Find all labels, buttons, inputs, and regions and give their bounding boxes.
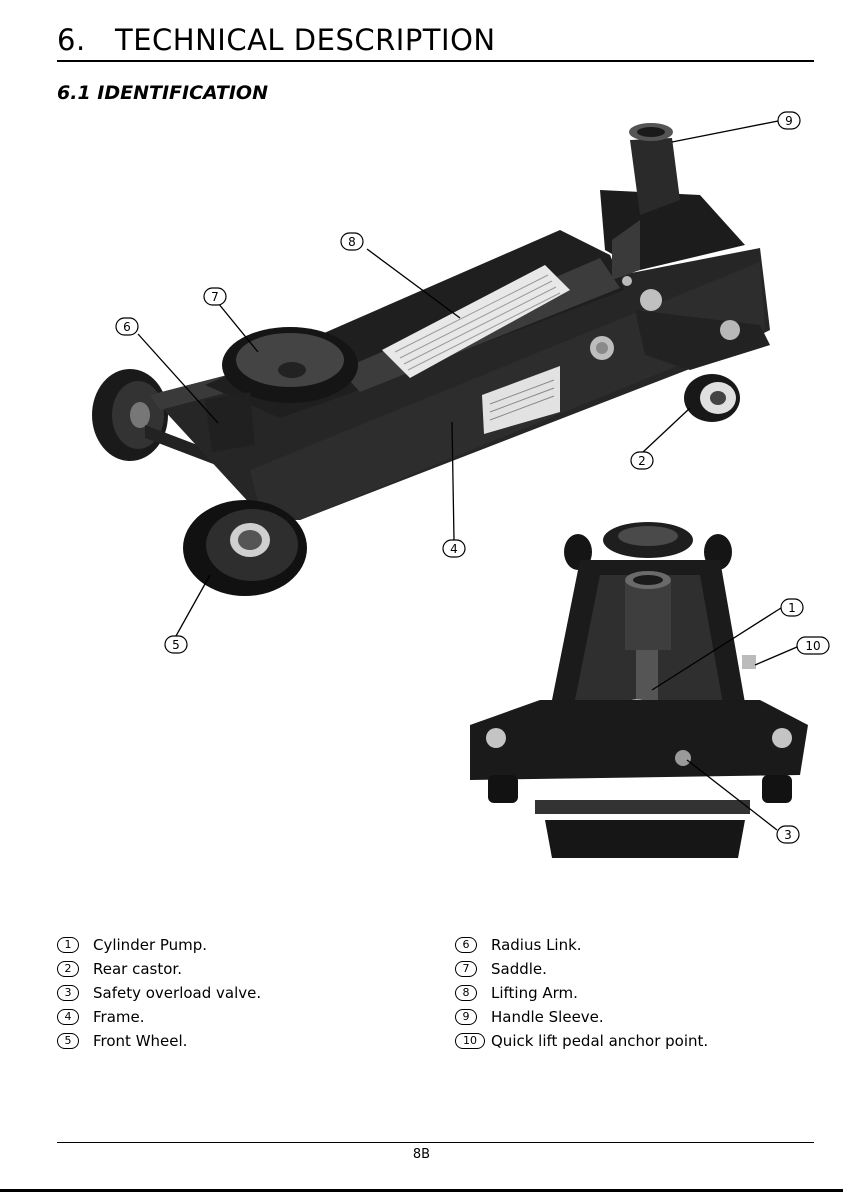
- legend-item: 2 Rear castor.: [57, 957, 261, 981]
- saddle-icon: [222, 327, 358, 403]
- legend-number: 1: [57, 937, 79, 953]
- legend-label: Lifting Arm.: [491, 981, 578, 1005]
- callout-4: 4: [443, 540, 465, 557]
- legend-left-column: 1 Cylinder Pump. 2 Rear castor. 3 Safety ov…: [57, 933, 261, 1053]
- callout-3: 3: [777, 826, 799, 843]
- legend-item: 8 Lifting Arm.: [455, 981, 708, 1005]
- legend-item: 9 Handle Sleeve.: [455, 1005, 708, 1029]
- legend-label: Handle Sleeve.: [491, 1005, 604, 1029]
- legend-right-column: 6 Radius Link. 7 Saddle. 8 Lifting Arm. 9 Ha…: [455, 933, 708, 1053]
- page-number: 8B: [0, 1147, 843, 1162]
- legend-label: Frame.: [93, 1005, 145, 1029]
- legend-label: Rear castor.: [93, 957, 182, 981]
- svg-text:6: 6: [123, 320, 131, 334]
- svg-text:4: 4: [450, 542, 458, 556]
- jack-identification-figure: 9 8 7 6 2 4 5 1 10 3: [0, 0, 843, 900]
- svg-text:10: 10: [805, 639, 820, 653]
- legend-number: 6: [455, 937, 477, 953]
- rear-castor-icon: [684, 374, 740, 422]
- trolley-jack-underside-view: [470, 522, 808, 858]
- svg-text:3: 3: [784, 828, 792, 842]
- legend-number: 2: [57, 961, 79, 977]
- front-wheel-rear-icon: [92, 369, 168, 461]
- legend-number: 7: [455, 961, 477, 977]
- callout-10: 10: [797, 637, 829, 654]
- legend-number: 8: [455, 985, 477, 1001]
- legend-number: 4: [57, 1009, 79, 1025]
- callout-7: 7: [204, 288, 226, 305]
- front-wheel-icon: [183, 500, 307, 596]
- svg-text:8: 8: [348, 235, 356, 249]
- callout-6: 6: [116, 318, 138, 335]
- legend-number: 5: [57, 1033, 79, 1049]
- legend-number: 10: [455, 1033, 485, 1049]
- legend-number: 3: [57, 985, 79, 1001]
- legend-item: 7 Saddle.: [455, 957, 708, 981]
- svg-text:1: 1: [788, 601, 796, 615]
- legend-item: 3 Safety overload valve.: [57, 981, 261, 1005]
- legend-item: 6 Radius Link.: [455, 933, 708, 957]
- legend-label: Radius Link.: [491, 933, 582, 957]
- svg-text:2: 2: [638, 454, 646, 468]
- legend-item: 4 Frame.: [57, 1005, 261, 1029]
- legend-label: Cylinder Pump.: [93, 933, 207, 957]
- legend-label: Saddle.: [491, 957, 547, 981]
- footer-rule: [57, 1142, 814, 1143]
- svg-text:9: 9: [785, 114, 793, 128]
- callout-2: 2: [631, 452, 653, 469]
- legend-number: 9: [455, 1009, 477, 1025]
- legend-item: 10 Quick lift pedal anchor point.: [455, 1029, 708, 1053]
- svg-text:7: 7: [211, 290, 219, 304]
- callout-8: 8: [341, 233, 363, 250]
- legend-label: Front Wheel.: [93, 1029, 187, 1053]
- legend-label: Quick lift pedal anchor point.: [491, 1029, 708, 1053]
- svg-text:5: 5: [172, 638, 180, 652]
- callout-5: 5: [165, 636, 187, 653]
- callout-1: 1: [781, 599, 803, 616]
- callout-9: 9: [778, 112, 800, 129]
- legend-label: Safety overload valve.: [93, 981, 261, 1005]
- legend-item: 1 Cylinder Pump.: [57, 933, 261, 957]
- legend-item: 5 Front Wheel.: [57, 1029, 261, 1053]
